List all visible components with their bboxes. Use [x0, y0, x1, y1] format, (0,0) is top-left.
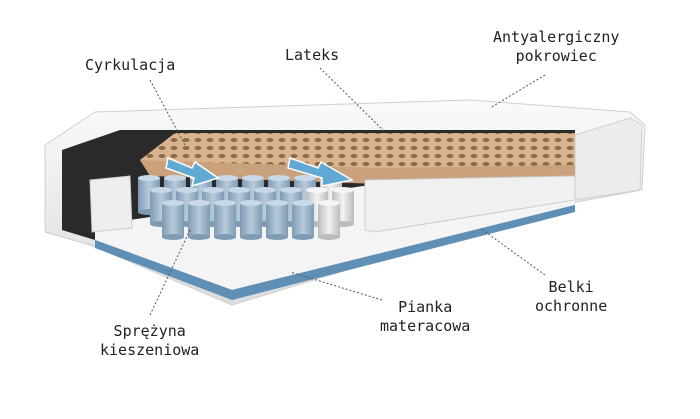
- label-spring-line1: Sprężyna: [113, 322, 186, 340]
- pocket-spring: [188, 200, 210, 240]
- label-beams-line2: ochronne: [535, 297, 608, 315]
- pocket-springs: [138, 175, 354, 240]
- label-cover-line1: Antyalergiczny: [493, 28, 620, 46]
- label-foam-line1: Pianka: [398, 298, 453, 316]
- label-beams-line1: Belki: [548, 278, 594, 296]
- label-spring: Sprężyna kieszeniowa: [100, 322, 199, 360]
- label-foam-line2: materacowa: [380, 317, 471, 335]
- label-circulation: Cyrkulacja: [85, 56, 176, 74]
- airflow-arrow-icon: [287, 157, 355, 187]
- foam-block-right: [364, 175, 576, 233]
- label-cover: Antyalergiczny pokrowiec: [493, 28, 619, 66]
- leader-lines: [149, 67, 546, 316]
- label-spring-line2: kieszeniowa: [100, 341, 200, 359]
- label-foam: Pianka materacowa: [380, 298, 470, 336]
- pocket-spring: [292, 200, 314, 240]
- pocket-spring: [214, 200, 236, 240]
- label-cover-line2: pokrowiec: [515, 47, 597, 65]
- pocket-spring: [240, 200, 262, 240]
- label-beams: Belki ochronne: [535, 278, 607, 316]
- label-latex: Lateks: [285, 46, 340, 64]
- pocket-spring: [266, 200, 288, 240]
- foam-block-left: [89, 175, 133, 233]
- pocket-spring: [318, 200, 340, 240]
- pocket-spring: [162, 200, 184, 240]
- airflow-arrow-icon: [165, 156, 220, 188]
